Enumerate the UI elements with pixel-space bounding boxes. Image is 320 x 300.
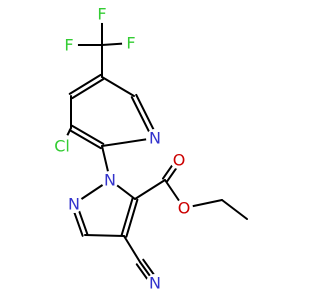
- bond-c3-c2-b: [71, 124, 105, 145]
- atom-label-f2: F: [97, 5, 106, 24]
- bond-ch2-ch3: [221, 199, 248, 220]
- bond-c5-c4-a: [68, 73, 102, 95]
- atom-fluorine-3: F: [122, 34, 140, 53]
- bond-c4p-c5p-a: [125, 198, 139, 238]
- atom-chlorine: Cl: [50, 134, 74, 158]
- atom-label-n1: N: [104, 171, 116, 190]
- atom-fluorine-1: F: [60, 36, 78, 55]
- atom-label-npy: N: [149, 129, 161, 148]
- atom-ester-oxygen: O: [175, 199, 193, 218]
- bond-layer: [61, 13, 248, 287]
- bond-c4p-cn: [123, 235, 141, 263]
- bond-c3p-c4p: [84, 234, 125, 237]
- bond-c3-c2-a: [68, 129, 102, 150]
- atom-carbonyl-oxygen: O: [170, 151, 188, 170]
- atom-pyrazole-n2: N: [65, 195, 83, 214]
- atom-label-cl: Cl: [54, 137, 70, 156]
- atom-label-n2: N: [68, 195, 80, 214]
- atom-label-o-ester: O: [178, 199, 191, 218]
- bond-c5p-ce: [134, 179, 166, 200]
- atom-label-n-nitrile: N: [149, 274, 161, 293]
- bond-c5-c4-b: [71, 78, 105, 100]
- bond-c4p-c5p-b: [120, 197, 134, 237]
- molecule-structure-diagram: F F F Cl N N N O: [50, 4, 248, 293]
- atom-pyridine-nitrogen: N: [146, 129, 164, 148]
- atom-pyrazole-n1: N: [101, 171, 119, 190]
- atom-label-layer: F F F Cl N N N O: [50, 5, 193, 293]
- atom-label-f1: F: [64, 36, 73, 55]
- atom-label-o-carbonyl: O: [173, 151, 186, 170]
- atom-label-f3: F: [126, 34, 135, 53]
- bond-c6-c5: [101, 76, 135, 97]
- atom-nitrile-nitrogen: N: [146, 274, 164, 293]
- atom-fluorine-2: F: [93, 5, 111, 24]
